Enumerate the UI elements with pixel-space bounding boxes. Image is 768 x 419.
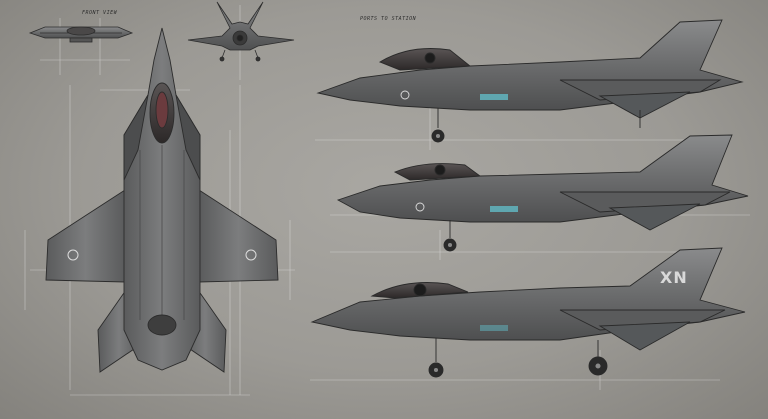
- front-view: [187, 1, 295, 62]
- top-view: [45, 27, 279, 373]
- side-view-3: [310, 247, 746, 378]
- side-view-2: [336, 134, 749, 252]
- front-view-small: [28, 26, 134, 43]
- front-view-label: FRONT VIEW: [82, 10, 118, 16]
- side-top-label: PORTS TO STATION: [360, 16, 417, 22]
- side-view-1: [316, 19, 744, 143]
- tail-marking: XN: [660, 268, 688, 287]
